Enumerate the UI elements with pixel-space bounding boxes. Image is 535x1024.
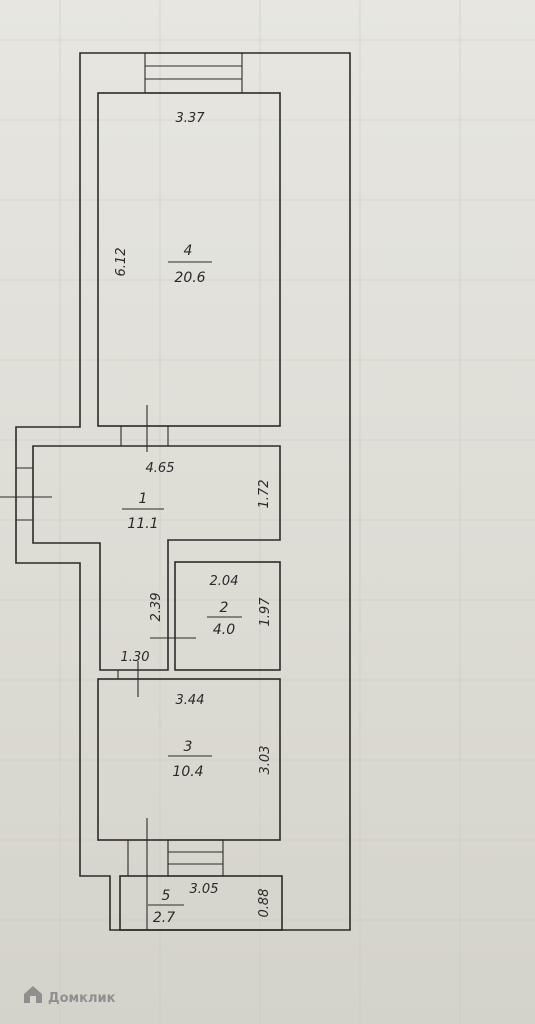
entrance-door (0, 467, 52, 521)
room-2-area: 4.0 (213, 622, 235, 638)
dim-room5-width: 3.05 (190, 882, 219, 897)
room-5-number: 5 (162, 888, 171, 904)
door-room-4 (120, 405, 169, 452)
house-icon (24, 986, 42, 1003)
watermark-text: Домклик (48, 991, 116, 1006)
room-1-number: 1 (139, 491, 148, 507)
room-2 (174, 561, 281, 671)
dim-corridor-length: 2.39 (149, 593, 164, 622)
room-4 (97, 92, 281, 427)
room-1 (32, 445, 281, 671)
dim-room2-width: 2.04 (210, 574, 239, 589)
room-4-number: 4 (184, 243, 193, 259)
dim-room1-width: 4.65 (146, 461, 175, 476)
balcony-door (127, 818, 224, 930)
dim-room4-width: 3.37 (176, 111, 206, 126)
room-3-number: 3 (184, 739, 193, 755)
room-4-area: 20.6 (174, 270, 205, 286)
room-2-number: 2 (220, 600, 229, 616)
top-window (144, 52, 243, 94)
dim-corridor-width: 1.30 (121, 650, 150, 665)
room-5-area: 2.7 (153, 910, 175, 926)
watermark: Домклик (24, 986, 116, 1006)
dim-room2-depth: 1.97 (258, 597, 273, 627)
dim-room3-depth: 3.03 (258, 746, 273, 775)
room-1-area: 11.1 (127, 516, 158, 532)
room-5 (119, 875, 283, 931)
room-3-area: 10.4 (172, 764, 203, 780)
dim-room3-width: 3.44 (176, 693, 205, 708)
dim-room4-length: 6.12 (114, 248, 129, 277)
dim-room5-depth: 0.88 (257, 889, 272, 918)
outer-wall (15, 52, 351, 931)
dim-room1-depth: 1.72 (257, 480, 272, 509)
